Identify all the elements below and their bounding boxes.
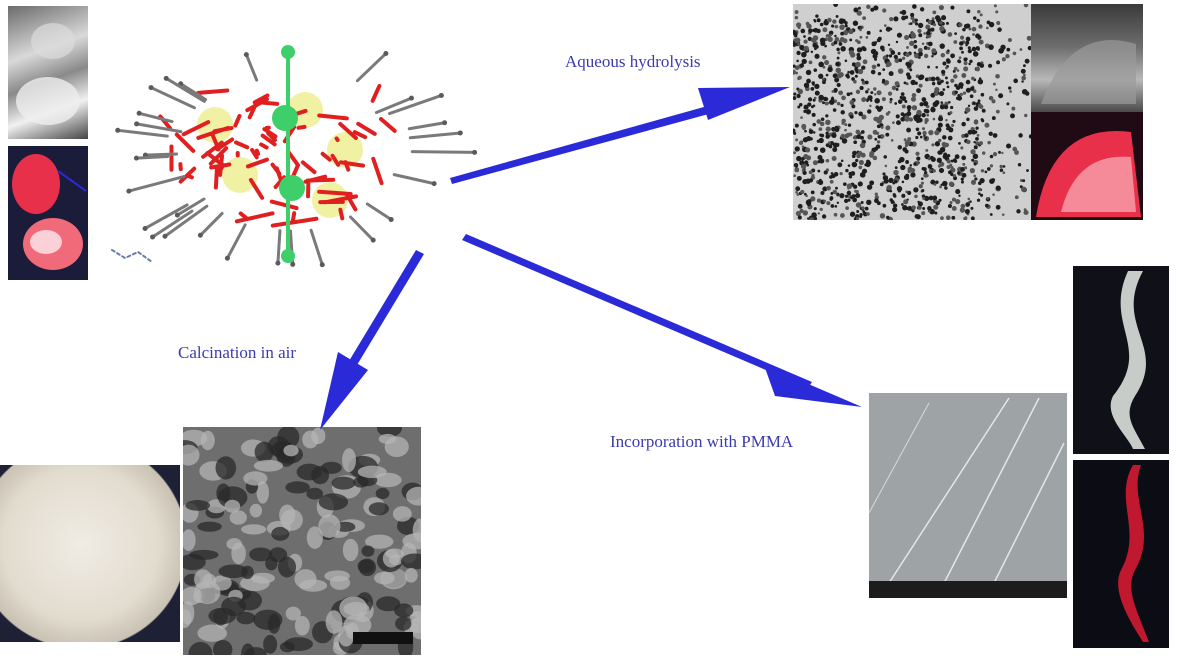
arrow-to-hydrolysis bbox=[450, 87, 790, 184]
film-uv-photo bbox=[1031, 112, 1143, 220]
label-aqueous-hydrolysis: Aqueous hydrolysis bbox=[565, 52, 701, 71]
arrow-to-pmma bbox=[462, 234, 862, 407]
label-calcination-in-air: Calcination in air bbox=[178, 343, 297, 362]
ribbon-daylight-photo bbox=[1073, 266, 1169, 454]
white-powder-photo bbox=[0, 465, 180, 642]
crystal-uv-photo bbox=[8, 146, 88, 280]
porous-tem-image bbox=[183, 427, 421, 655]
crystal-daylight-photo bbox=[8, 6, 88, 139]
nanoparticle-tem-image bbox=[793, 4, 1031, 220]
arrow-to-calcination bbox=[320, 250, 424, 430]
film-daylight-photo bbox=[1031, 4, 1143, 112]
label-incorporation-with-pmma: Incorporation with PMMA bbox=[610, 432, 794, 451]
composite-sem-image bbox=[869, 393, 1067, 598]
ribbon-uv-photo bbox=[1073, 460, 1169, 648]
